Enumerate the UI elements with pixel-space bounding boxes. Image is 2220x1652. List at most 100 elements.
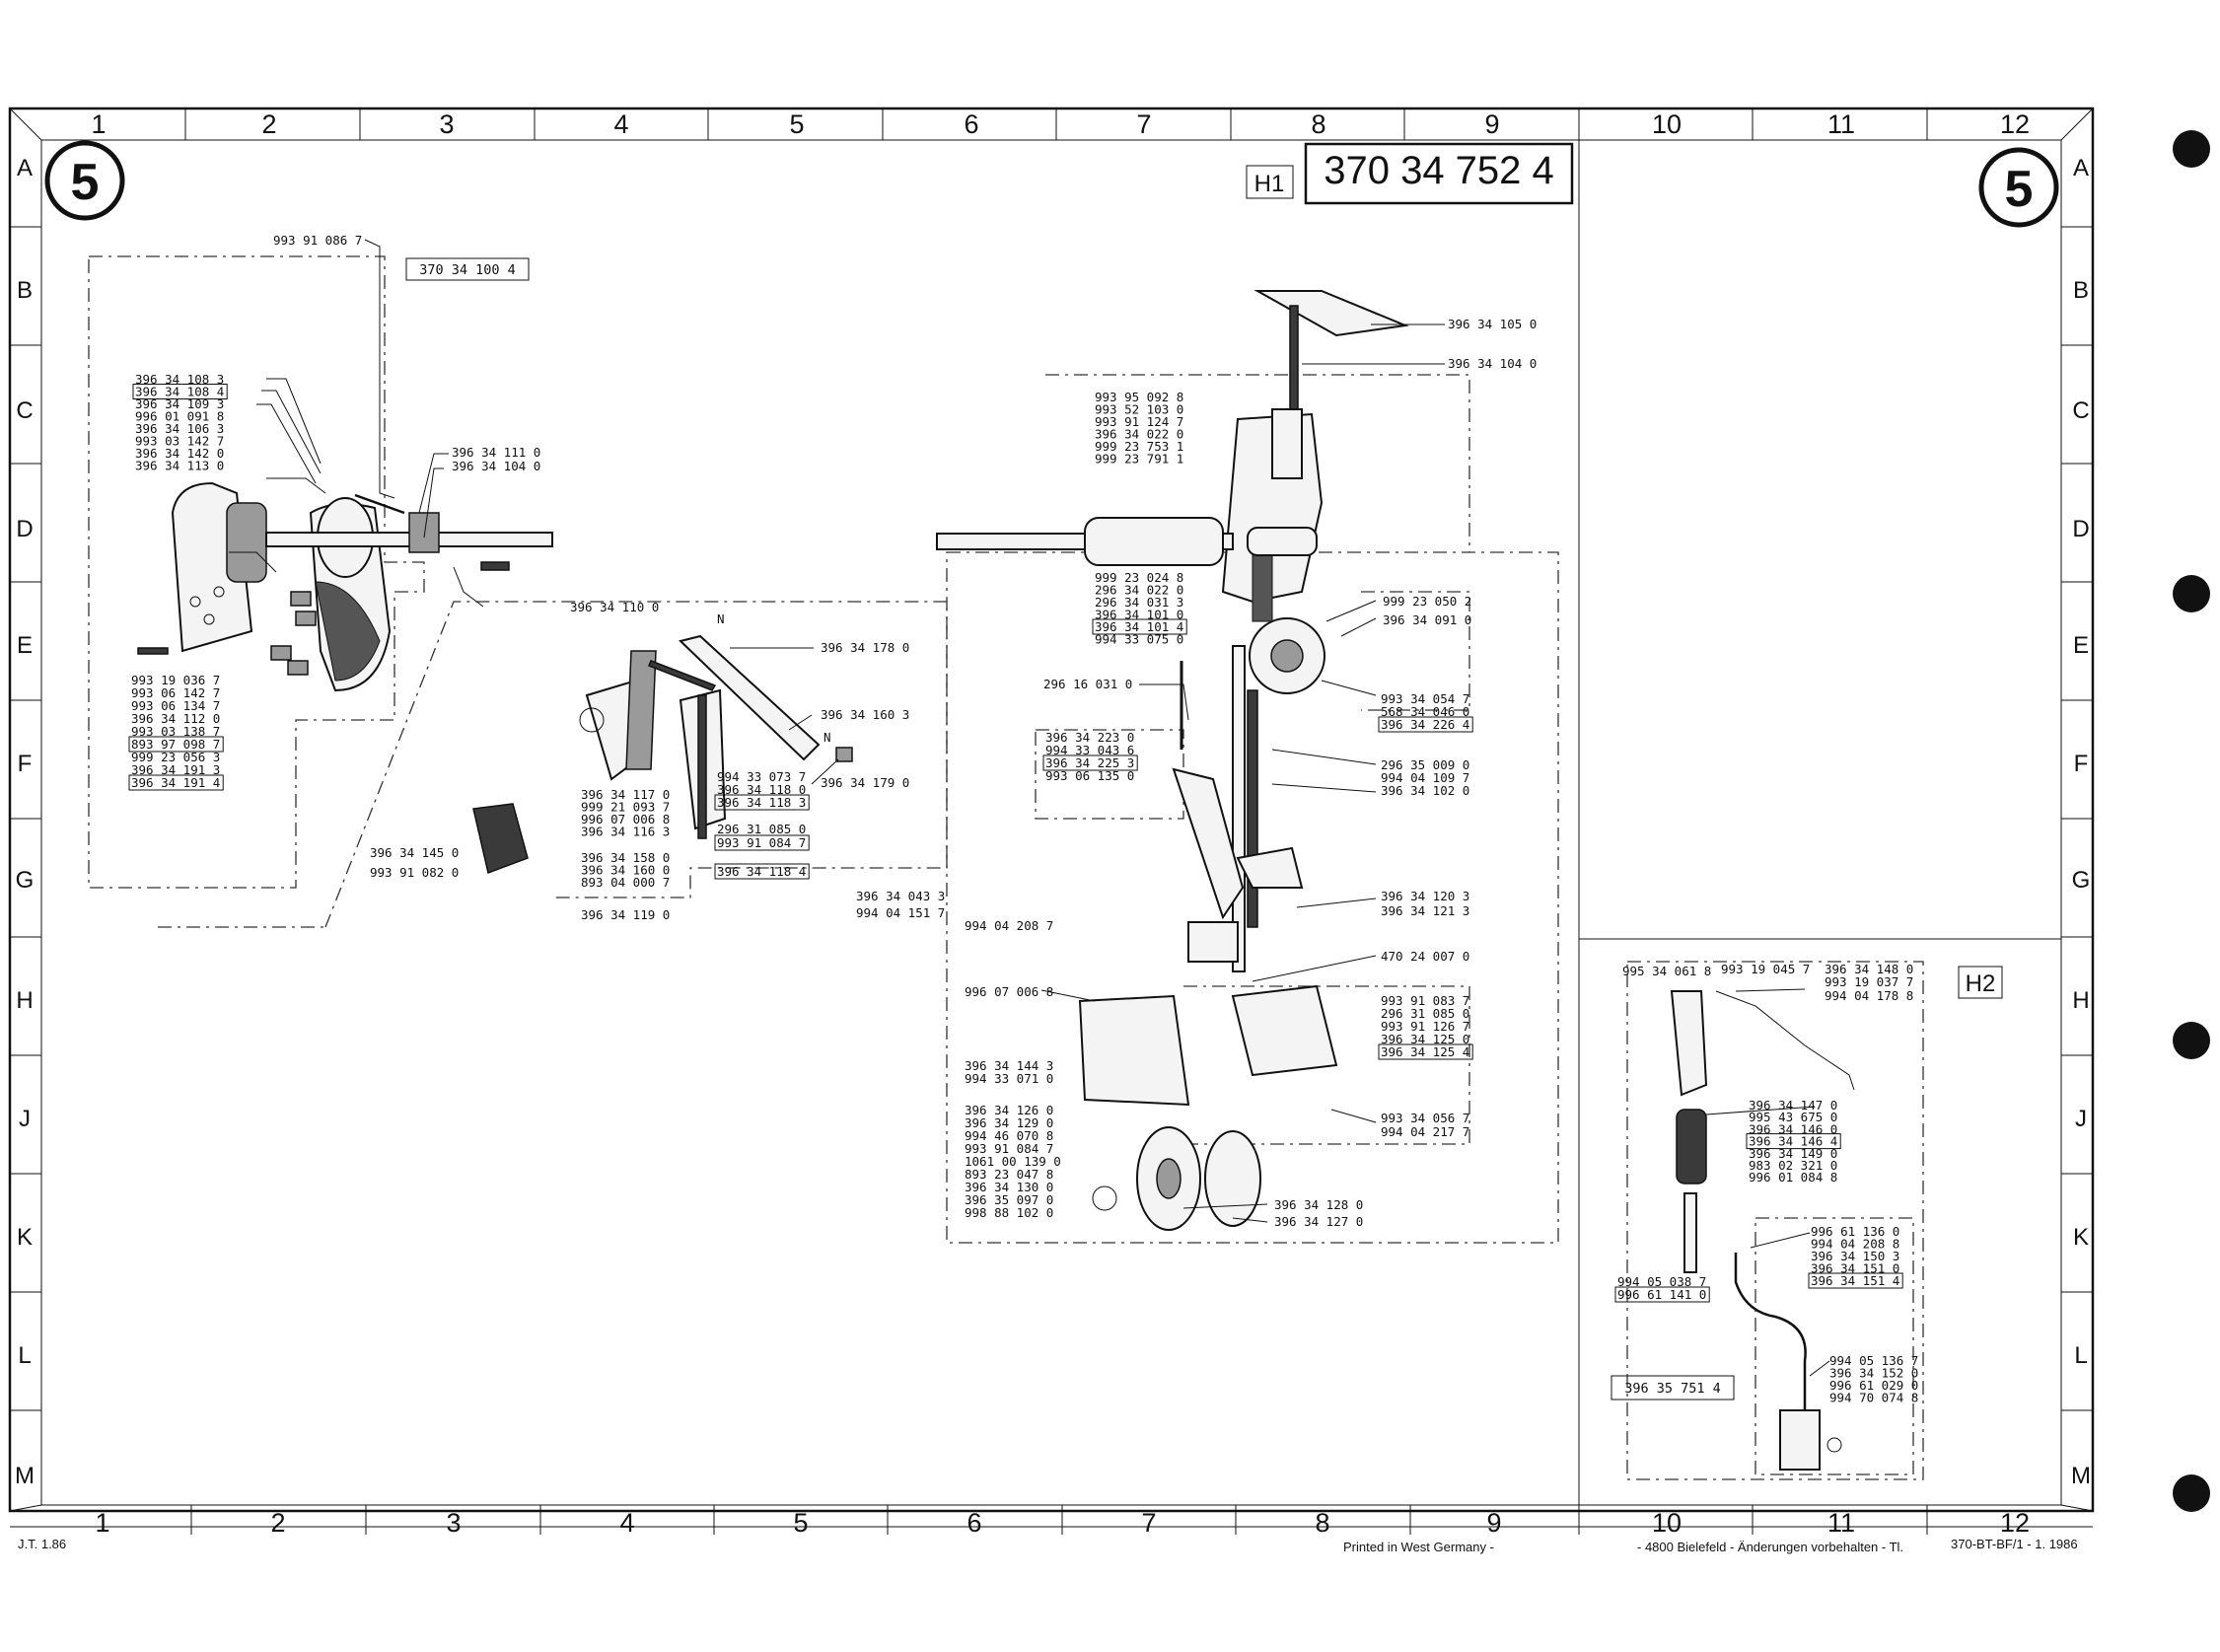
part-label: 993 91 084 7 (965, 1141, 1053, 1156)
part-label: 994 04 208 8 (1811, 1237, 1899, 1252)
grid-column-4: 4 (619, 1508, 634, 1538)
lever-assembly-drawing (472, 634, 853, 875)
part-label: 396 34 110 0 (570, 600, 659, 614)
grid-row-M: M (15, 1463, 35, 1489)
grid-row-B: B (17, 277, 33, 304)
part-label: 396 34 126 0 (965, 1103, 1053, 1117)
part-label: 994 04 151 7 (856, 905, 945, 920)
grid-row-M: M (2071, 1463, 2091, 1489)
part-label: 396 34 116 3 (581, 825, 670, 839)
part-label-frame (1042, 754, 1138, 771)
grid-row-E: E (2073, 632, 2089, 659)
part-label: 893 23 047 8 (965, 1167, 1053, 1182)
left-gearbox-drawing (137, 481, 553, 692)
part-label: 396 34 105 0 (1448, 317, 1537, 331)
part-label: 396 34 191 3 (131, 762, 220, 777)
grid-row-C: C (16, 397, 33, 424)
grid-column-2: 2 (261, 109, 276, 139)
grid-column-8: 8 (1311, 109, 1325, 139)
part-label: 893 04 000 7 (581, 875, 670, 890)
part-label: 396 34 121 3 (1381, 903, 1469, 918)
part-label: 396 34 118 4 (717, 864, 806, 879)
part-label: 993 91 083 7 (1381, 993, 1469, 1008)
grid-column-9: 9 (1486, 1508, 1501, 1538)
part-label: 396 34 226 4 (1381, 717, 1469, 732)
part-label: 396 35 097 0 (965, 1192, 1053, 1207)
part-label: 996 61 141 0 (1617, 1287, 1706, 1302)
assembly-left: 370 34 100 4 (419, 262, 516, 278)
grid-row-L: L (2074, 1342, 2087, 1369)
part-label-frame (714, 863, 810, 880)
grid-column-3: 3 (439, 109, 454, 139)
grid-column-12: 12 (2000, 109, 2030, 139)
part-label: 999 23 024 8 (1095, 570, 1183, 585)
part-label: 994 33 075 0 (1095, 632, 1183, 647)
part-label: 993 34 056 7 (1381, 1111, 1469, 1125)
svg-text:5: 5 (71, 154, 100, 211)
part-label: 396 34 178 0 (821, 640, 909, 655)
h2-assembly-drawing (1670, 990, 1855, 1471)
part-label: 993 19 036 7 (131, 673, 220, 687)
assembly-boxes: 370 34 100 4 396 35 751 4 (405, 257, 1735, 1401)
part-label-frame (128, 774, 224, 791)
part-label: 994 05 038 7 (1617, 1274, 1706, 1289)
part-label: 396 34 106 3 (135, 421, 224, 436)
part-label: 996 07 006 8 (581, 812, 670, 826)
part-label: 396 34 130 0 (965, 1180, 1053, 1194)
grid-column-1: 1 (95, 1508, 109, 1538)
part-label: 993 95 092 8 (1095, 390, 1183, 404)
part-label: 994 04 217 7 (1381, 1124, 1469, 1139)
part-label: 993 19 045 7 (1721, 962, 1810, 976)
grid-row-G: G (2072, 867, 2091, 894)
part-label: 396 34 111 0 (452, 445, 540, 460)
part-label: 994 33 043 6 (1045, 743, 1134, 757)
leader-lines (229, 239, 1830, 1377)
part-label: 396 34 128 0 (1274, 1197, 1363, 1212)
part-label: 396 34 104 0 (1448, 356, 1537, 371)
part-label: 396 34 148 0 (1825, 962, 1913, 976)
grid-column-7: 7 (1136, 109, 1151, 139)
part-label: 994 04 208 7 (965, 918, 1053, 933)
part-label: 396 34 142 0 (135, 446, 224, 461)
part-label: 296 16 031 0 (1043, 677, 1132, 691)
part-label: 993 19 037 7 (1825, 974, 1913, 989)
grid-row-B: B (2073, 277, 2089, 304)
part-label: 994 46 070 8 (965, 1128, 1053, 1143)
part-label: 396 34 147 0 (1749, 1098, 1837, 1113)
part-label: 396 34 112 0 (131, 711, 220, 726)
part-label: 396 34 160 3 (821, 707, 909, 722)
grid-column-4: 4 (613, 109, 628, 139)
part-label: 396 34 151 4 (1811, 1273, 1899, 1288)
part-label: 396 34 102 0 (1381, 783, 1469, 798)
svg-text:5: 5 (2005, 161, 2034, 218)
part-label: 396 34 144 3 (965, 1058, 1053, 1073)
grid-column-6: 6 (964, 109, 978, 139)
part-label: 999 23 753 1 (1095, 439, 1183, 454)
view-tag-h2: H2 (1966, 970, 1996, 997)
grid-dividers (10, 108, 2093, 1535)
grid-column-10: 10 (1652, 109, 1682, 139)
footer-ref: 370-BT-BF/1 - 1. 1986 (1951, 1537, 2078, 1551)
part-label: 396 34 145 0 (370, 845, 459, 860)
grid-column-5: 5 (793, 1508, 808, 1538)
grid-column-2: 2 (270, 1508, 285, 1538)
part-label: 993 91 084 7 (717, 835, 806, 850)
grid-row-E: E (17, 632, 33, 659)
page-number-left: 5 (44, 140, 125, 221)
grid-row-H: H (16, 987, 33, 1014)
part-label-frame (714, 834, 810, 851)
part-label: 396 34 101 4 (1095, 619, 1183, 634)
grid-column-5: 5 (789, 109, 804, 139)
part-label: 993 91 086 7 (273, 233, 362, 248)
marker-n: N (824, 730, 831, 745)
part-label: 296 34 022 0 (1095, 583, 1183, 598)
part-label: 396 34 127 0 (1274, 1214, 1363, 1229)
part-label: 396 34 149 0 (1749, 1146, 1837, 1161)
part-label: 995 43 675 0 (1749, 1110, 1837, 1124)
title-number: 370 34 752 4 (1324, 149, 1554, 192)
part-label: 994 33 073 7 (717, 769, 806, 784)
grid-column-7: 7 (1141, 1508, 1156, 1538)
grid-row-D: D (2072, 516, 2089, 542)
